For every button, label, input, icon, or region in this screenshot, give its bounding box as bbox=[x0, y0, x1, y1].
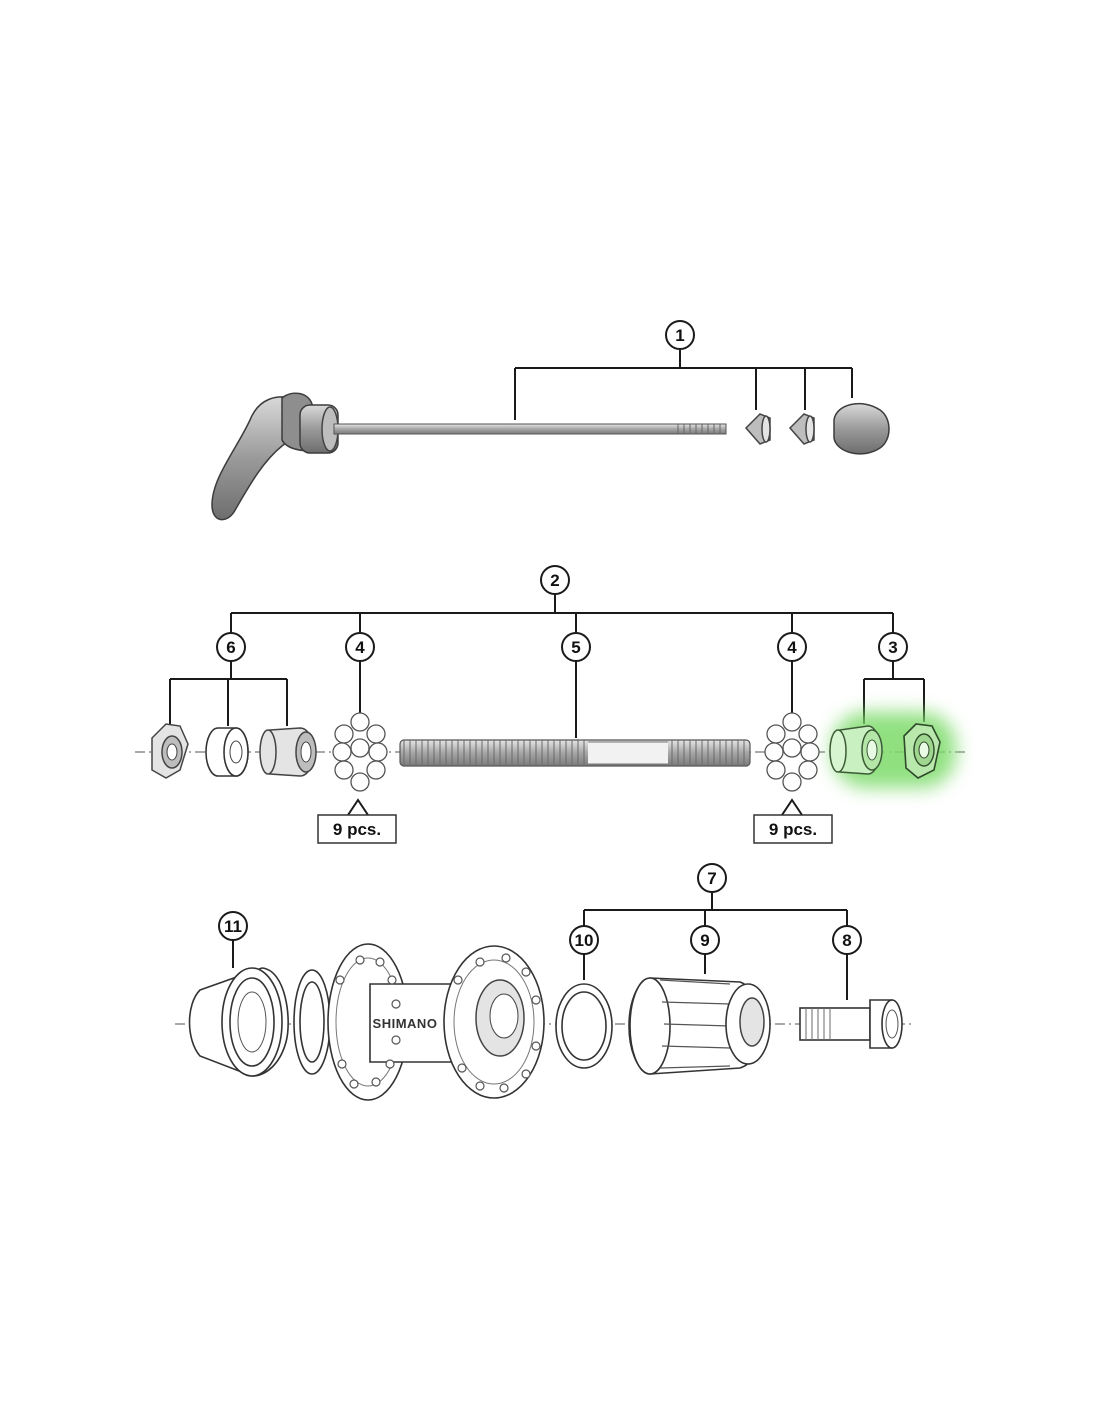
axle-thread-left bbox=[403, 740, 585, 766]
svg-text:9: 9 bbox=[700, 931, 709, 950]
svg-text:10: 10 bbox=[575, 931, 594, 950]
left-lock-nut bbox=[151, 723, 189, 779]
svg-text:9 pcs.: 9 pcs. bbox=[333, 820, 381, 839]
leader-2 bbox=[230, 595, 894, 633]
left-cone bbox=[259, 727, 317, 777]
qty-pointer-left bbox=[345, 798, 371, 819]
hub-brand-label: SHIMANO bbox=[373, 1016, 438, 1031]
left-ball-bearings bbox=[332, 712, 388, 792]
quick-release-skewer-group: 1 bbox=[211, 320, 890, 521]
hub-shell: SHIMANO bbox=[293, 943, 545, 1101]
callout-11: 11 bbox=[218, 911, 248, 941]
svg-text:4: 4 bbox=[787, 638, 797, 657]
leader-7 bbox=[583, 892, 848, 926]
skewer-adjusting-nut bbox=[833, 402, 890, 455]
svg-text:11: 11 bbox=[224, 917, 242, 936]
skewer-spring-1 bbox=[744, 413, 771, 445]
callout-8: 8 bbox=[832, 925, 862, 955]
callout-6: 6 bbox=[216, 632, 246, 662]
spacer-ring bbox=[555, 983, 613, 1069]
svg-text:2: 2 bbox=[550, 571, 559, 590]
svg-text:8: 8 bbox=[842, 931, 851, 950]
svg-text:4: 4 bbox=[355, 638, 365, 657]
freehub-fixing-bolt bbox=[799, 999, 903, 1049]
svg-text:3: 3 bbox=[888, 638, 897, 657]
quantity-label-left: 9 pcs. bbox=[317, 814, 397, 844]
callout-5: 5 bbox=[561, 632, 591, 662]
callout-4-left: 4 bbox=[345, 632, 375, 662]
svg-text:1: 1 bbox=[675, 326, 684, 345]
leader-1 bbox=[514, 350, 853, 420]
svg-text:9 pcs.: 9 pcs. bbox=[769, 820, 817, 839]
leader-3 bbox=[863, 661, 925, 724]
callout-4-right: 4 bbox=[777, 632, 807, 662]
right-cone bbox=[829, 725, 883, 775]
svg-text:7: 7 bbox=[707, 869, 716, 888]
skewer-spring-2 bbox=[788, 413, 815, 445]
axle-thread-right bbox=[671, 740, 745, 766]
leader-6 bbox=[169, 661, 288, 728]
skewer-thread bbox=[677, 424, 721, 434]
quantity-label-right: 9 pcs. bbox=[753, 814, 833, 844]
callout-3: 3 bbox=[878, 632, 908, 662]
skewer-rod bbox=[333, 423, 727, 435]
callout-10: 10 bbox=[569, 925, 599, 955]
right-lock-nut bbox=[903, 723, 941, 779]
hub-body-group: 7 10 9 8 11 bbox=[175, 863, 915, 1101]
freehub-body bbox=[628, 977, 771, 1075]
callout-7: 7 bbox=[697, 863, 727, 893]
hub-axle bbox=[399, 739, 751, 767]
dust-cap bbox=[188, 967, 289, 1077]
callout-1: 1 bbox=[665, 320, 695, 350]
spoke-holes bbox=[335, 953, 541, 1093]
right-ball-bearings bbox=[764, 712, 820, 792]
svg-text:6: 6 bbox=[226, 638, 235, 657]
qty-pointer-right bbox=[779, 798, 805, 819]
callout-2: 2 bbox=[540, 565, 570, 595]
axle-assembly-group: 2 6 4 5 4 3 bbox=[135, 565, 965, 844]
callout-9: 9 bbox=[690, 925, 720, 955]
svg-text:5: 5 bbox=[571, 638, 580, 657]
left-washer bbox=[205, 727, 249, 777]
